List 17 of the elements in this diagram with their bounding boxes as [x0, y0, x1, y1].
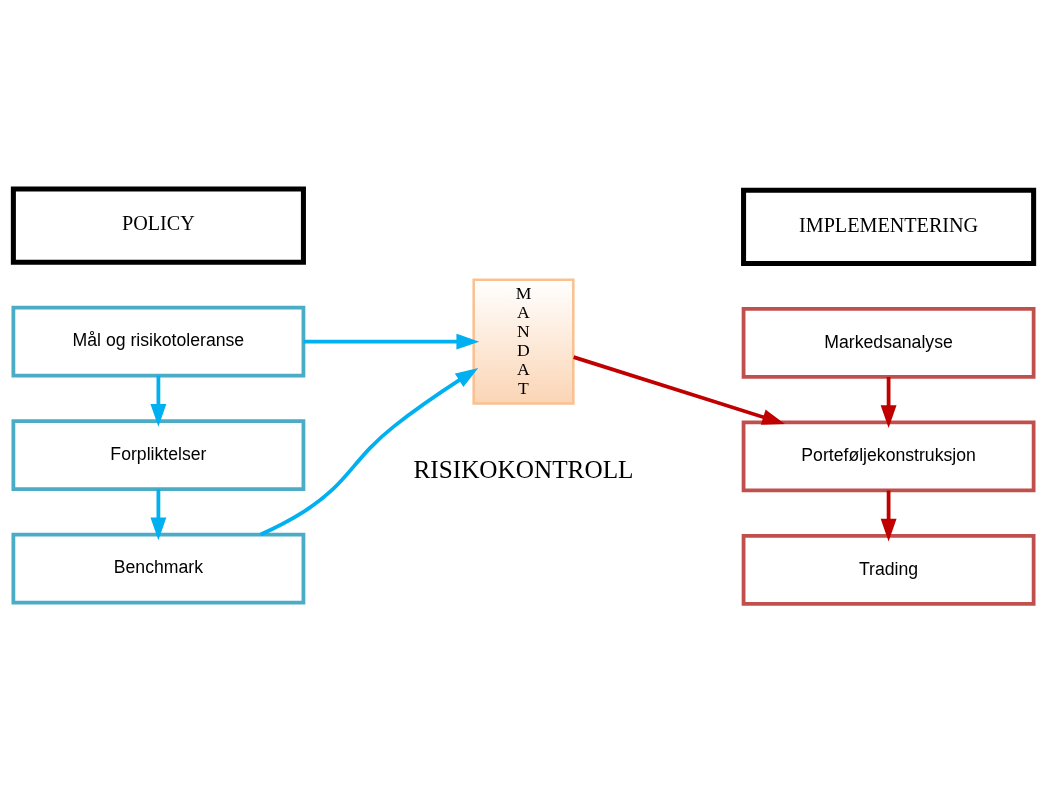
node-box: POLICY — [10, 186, 306, 265]
arrow — [880, 376, 897, 428]
arrow — [150, 488, 167, 540]
arrow — [303, 333, 480, 350]
arrow — [259, 367, 479, 536]
label: RISIKOKONTROLL — [413, 455, 634, 483]
node-box: Porteføljekonstruksjon — [741, 419, 1036, 492]
arrow — [880, 490, 897, 541]
node-box: Mål og risikotoleranse — [11, 305, 306, 378]
node-box: Trading — [741, 533, 1036, 606]
node-box: M A N D A T — [472, 278, 575, 405]
arrow — [573, 354, 785, 425]
node-box: IMPLEMENTERING — [741, 187, 1037, 266]
node-box: Benchmark — [11, 532, 306, 605]
node-box: Forpliktelser — [11, 418, 306, 491]
node-box: Markedsanalyse — [741, 306, 1036, 379]
arrow — [150, 375, 167, 427]
